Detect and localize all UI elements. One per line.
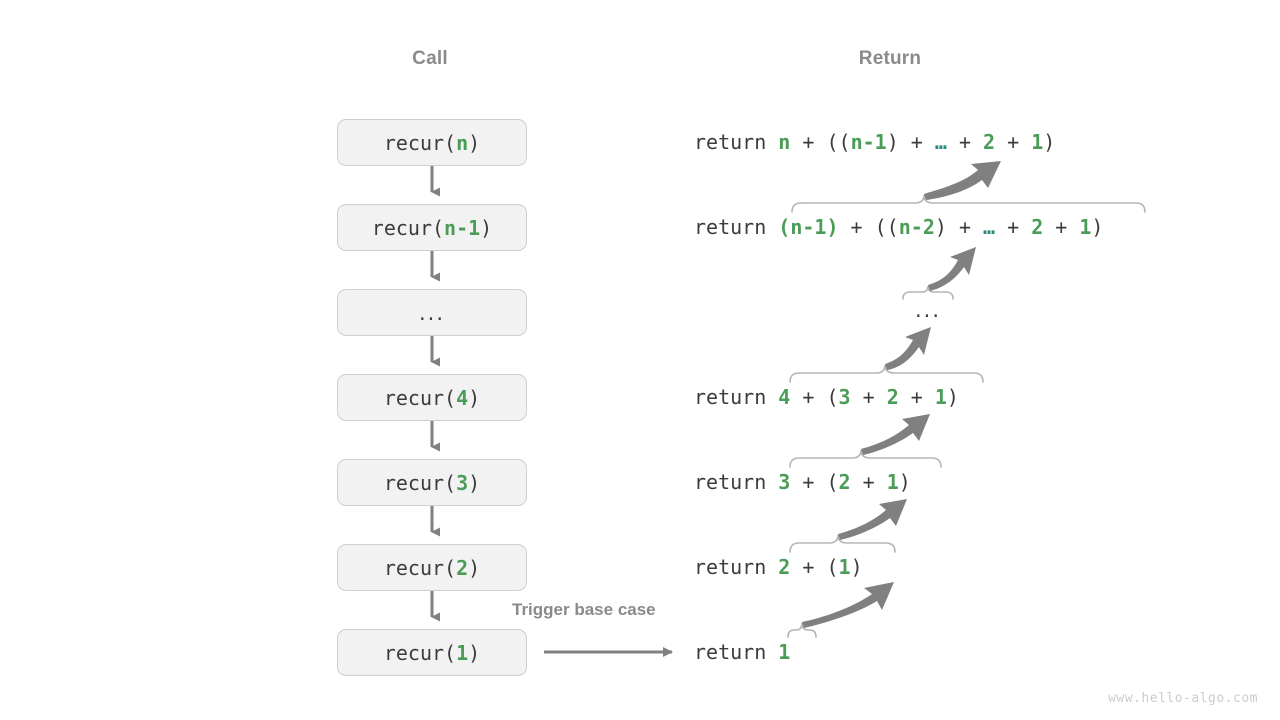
call-box-recur-3[interactable]: recur(3) [337,459,527,506]
return-token: 1 [1031,130,1044,154]
return-expression-n-1: return (n-1) + ((n-2) + … + 2 + 1) [694,217,1103,237]
call-box-ellipsis[interactable]: ... [337,289,527,336]
return-token: … [983,215,996,239]
return-token: (n-1) [778,215,839,239]
call-box-prefix: recur( [383,470,457,495]
return-arrow-2-to-3 [838,499,907,540]
return-token: + [850,470,887,494]
return-arrow-4-to-ellipsis [885,327,931,370]
return-token: ) [946,385,959,409]
return-expression-4: return 4 + (3 + 2 + 1) [694,387,959,407]
return-token: 4 [778,385,791,409]
return-token: n-1 [850,130,887,154]
call-box-arg: n-1 [444,215,481,240]
call-box-arg: 2 [456,555,469,580]
return-token: 2 [983,130,996,154]
call-box-arg: n [456,130,469,155]
return-token: + ( [790,385,839,409]
brace-row-4 [789,364,984,383]
return-token: + [898,385,935,409]
return-expression-n: return n + ((n-1) + … + 2 + 1) [694,132,1055,152]
return-expression-1: return 1 [694,642,790,662]
call-box-suffix: ) [480,215,493,240]
call-box-recur-n[interactable]: recur(n) [337,119,527,166]
return-token: + (( [790,130,851,154]
brace-row-1 [787,622,817,638]
return-token: 3 [778,470,791,494]
return-arrow-n1-to-n [924,161,1001,200]
call-box-dots: ... [418,300,446,325]
return-token: 1 [886,470,899,494]
return-token: ) [1043,130,1056,154]
return-token: ) + [934,215,984,239]
return-token: n [778,130,791,154]
call-box-suffix: ) [468,640,481,665]
return-column-header: Return [858,48,922,69]
return-token: + [995,130,1032,154]
return-expression-ellipsis: ... [914,298,942,322]
call-box-recur-4[interactable]: recur(4) [337,374,527,421]
return-expression-2: return 2 + (1) [694,557,863,577]
return-token: + ( [790,470,839,494]
return-token: 1 [1079,215,1092,239]
return-token: return [694,470,779,494]
return-token: return [694,385,779,409]
return-token: 1 [838,555,851,579]
call-box-recur-1[interactable]: recur(1) [337,629,527,676]
brace-row-2 [789,534,896,553]
return-arrow-ellipsis-to-n1 [928,247,976,291]
watermark: www.hello-algo.com [1108,691,1258,706]
return-token: + [995,215,1032,239]
return-token: return [694,640,779,664]
call-box-suffix: ) [468,470,481,495]
return-token: 2 [1031,215,1044,239]
call-box-arg: 4 [456,385,469,410]
call-box-arg: 1 [456,640,469,665]
brace-row-n1 [791,194,1146,213]
return-token: + [946,130,984,154]
return-token: 3 [838,385,851,409]
return-arrow-3-to-4 [861,414,930,455]
return-token: 1 [778,640,791,664]
return-token: … [934,130,947,154]
call-box-suffix: ) [468,130,481,155]
call-box-prefix: recur( [383,385,457,410]
return-token: 1 [934,385,947,409]
return-token: + [1043,215,1080,239]
return-token: + (( [838,215,899,239]
return-token: + ( [790,555,839,579]
return-token: 2 [886,385,899,409]
return-token: ) [1091,215,1104,239]
return-token: 2 [838,470,851,494]
call-box-suffix: ) [468,555,481,580]
call-column-header: Call [412,48,448,69]
return-arrow-1-to-2 [802,582,894,628]
return-token: ) [850,555,863,579]
call-box-prefix: recur( [383,130,457,155]
return-token: return [694,215,779,239]
return-token: n-2 [898,215,935,239]
call-box-recur-2[interactable]: recur(2) [337,544,527,591]
return-token: + [850,385,887,409]
call-box-arg: 3 [456,470,469,495]
brace-row-3 [789,449,942,468]
return-token: return [694,555,779,579]
call-box-suffix: ) [468,385,481,410]
call-box-prefix: recur( [371,215,445,240]
call-box-prefix: recur( [383,640,457,665]
call-box-recur-n-1[interactable]: recur(n-1) [337,204,527,251]
return-token: 2 [778,555,791,579]
trigger-base-case-label: Trigger base case [512,600,656,619]
return-expression-3: return 3 + (2 + 1) [694,472,911,492]
call-box-prefix: recur( [383,555,457,580]
return-token: ) + [886,130,935,154]
return-token: ) [898,470,911,494]
return-token: return [694,130,779,154]
